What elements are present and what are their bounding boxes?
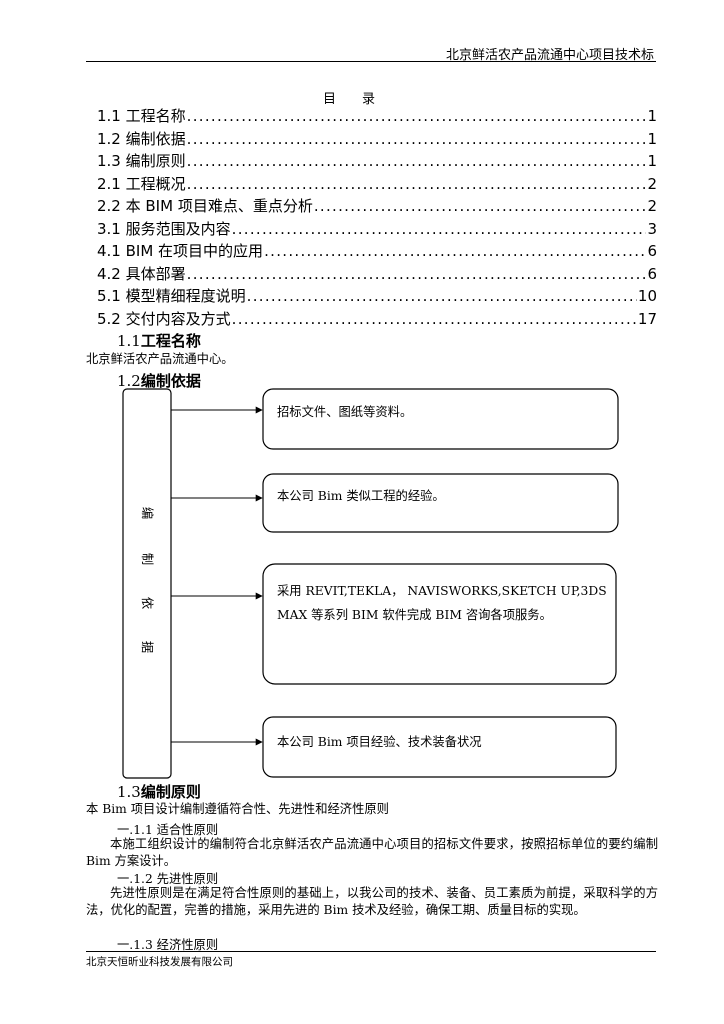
header-title: 北京鲜活农产品流通中心项目技术标 [445, 48, 654, 63]
basis-box-text: MAX 等系列 BIM 软件完成 BIM 咨询各项服务。 [277, 607, 552, 622]
toc-entry-page: 1 [647, 152, 657, 170]
basis-box-text: 本公司 Bim 类似工程的经验。 [277, 488, 445, 503]
section-heading-1-3: 1.3编制原则 [117, 781, 201, 802]
toc-entry[interactable]: 1.2 编制依据 1 [97, 128, 657, 151]
basis-box-text: 本公司 Bim 项目经验、技术装备状况 [277, 734, 482, 749]
toc-leader-dots [247, 287, 637, 305]
basis-box-2 [262, 473, 619, 533]
toc-entry-page: 2 [647, 197, 657, 215]
toc-entry-text: 1.2 编制依据 [97, 129, 186, 148]
toc-entry-text: 2.1 工程概况 [97, 174, 186, 193]
basis-label-char: 据 [140, 641, 154, 653]
basis-label: 编制依据 [140, 507, 155, 653]
section-title: 工程名称 [140, 332, 201, 350]
toc-entry-page: 17 [637, 309, 657, 328]
basis-label-char: 制 [140, 553, 154, 565]
toc-entry[interactable]: 2.1 工程概况 2 [97, 173, 657, 196]
section-title: 编制原则 [140, 783, 201, 801]
toc-entry[interactable]: 4.2 具体部署 6 [97, 263, 657, 286]
subsection-1-1-2-text: 先进性原则是在满足符合性原则的基础上，以我公司的技术、装备、员工素质为前提，采取… [86, 886, 658, 917]
toc-entry[interactable]: 1.3 编制原则 1 [97, 150, 657, 173]
toc-leader-dots [232, 220, 647, 238]
toc-leader-dots [187, 107, 647, 125]
subsection-1-1-1-label: 一.1.1 适合性原则 [117, 823, 219, 837]
toc-entry[interactable]: 2.2 本 BIM 项目难点、重点分析 2 [97, 195, 657, 218]
toc-entry-page: 2 [647, 174, 657, 193]
section-title: 编制依据 [140, 372, 201, 390]
basis-box-1 [262, 388, 619, 450]
toc-entry-page: 10 [637, 287, 657, 305]
toc-entry-text: 1.3 编制原则 [97, 152, 186, 170]
toc-title: 目录 [322, 92, 401, 107]
toc-entry[interactable]: 3.1 服务范围及内容 3 [97, 218, 657, 241]
subsection-1-1-2-label: 一.1.2 先进性原则 [117, 872, 219, 886]
toc-entry-page: 6 [647, 264, 657, 283]
toc-leader-dots [264, 242, 646, 260]
section-number: 1.3 [117, 783, 141, 801]
section-heading-1-2: 1.2编制依据 [117, 370, 201, 391]
toc-entry-page: 3 [647, 219, 657, 238]
toc-entry-page: 1 [647, 107, 657, 125]
toc-entry[interactable]: 5.1 模型精细程度说明 10 [97, 285, 657, 308]
toc-entry[interactable]: 4.1 BIM 在项目中的应用 6 [97, 240, 657, 263]
section-number: 1.2 [117, 372, 141, 390]
footer-rule [86, 951, 656, 952]
toc-entry[interactable]: 1.1 工程名称 1 [97, 105, 657, 128]
toc-leader-dots [232, 310, 637, 328]
toc-leader-dots [187, 175, 647, 193]
header-rule [86, 61, 656, 62]
footer-company: 北京天恒昕业科技发展有限公司 [86, 956, 233, 968]
toc-leader-dots [314, 197, 647, 215]
toc-entry-text: 5.1 模型精细程度说明 [97, 287, 246, 305]
section-heading-1-1: 1.1工程名称 [117, 330, 201, 351]
section-1-1-body: 北京鲜活农产品流通中心。 [86, 352, 234, 366]
toc-entry-page: 1 [647, 129, 657, 148]
subsection-1-1-1-text: 本施工组织设计的编制符合北京鲜活农产品流通中心项目的招标文件要求，按照招标单位的… [86, 837, 658, 868]
table-of-contents: 1.1 工程名称11.2 编制依据11.3 编制原则12.1 工程概况22.2 … [97, 105, 657, 330]
basis-label-box [122, 388, 172, 779]
toc-entry-text: 4.1 BIM 在项目中的应用 [97, 242, 264, 260]
toc-entry-text: 3.1 服务范围及内容 [97, 219, 231, 238]
subsection-1-1-3-label: 一.1.3 经济性原则 [117, 938, 219, 952]
toc-leader-dots [187, 265, 647, 283]
toc-entry-text: 4.2 具体部署 [97, 264, 186, 283]
basis-box-4 [262, 716, 617, 778]
basis-label-char: 依 [140, 597, 155, 609]
basis-box-text: 采用 REVIT,TEKLA， NAVISWORKS,SKETCH UP,3DS [277, 584, 607, 598]
basis-box-text: 招标文件、图纸等资料。 [277, 404, 412, 419]
section-number: 1.1 [117, 332, 141, 350]
toc-entry-text: 5.2 交付内容及方式 [97, 309, 231, 328]
basis-diagram: 编制依据 招标文件、图纸等资料。本公司 Bim 类似工程的经验。采用 REVIT… [122, 388, 619, 779]
toc-leader-dots [187, 130, 647, 148]
toc-leader-dots [187, 152, 647, 170]
section-1-3-intro: 本 Bim 项目设计编制遵循符合性、先进性和经济性原则 [86, 802, 389, 816]
toc-entry[interactable]: 5.2 交付内容及方式 17 [97, 308, 657, 331]
toc-entry-text: 1.1 工程名称 [97, 107, 186, 125]
basis-box-3 [262, 563, 617, 685]
basis-label-char: 编 [140, 507, 155, 519]
toc-entry-text: 2.2 本 BIM 项目难点、重点分析 [97, 197, 313, 215]
toc-entry-page: 6 [647, 242, 657, 260]
